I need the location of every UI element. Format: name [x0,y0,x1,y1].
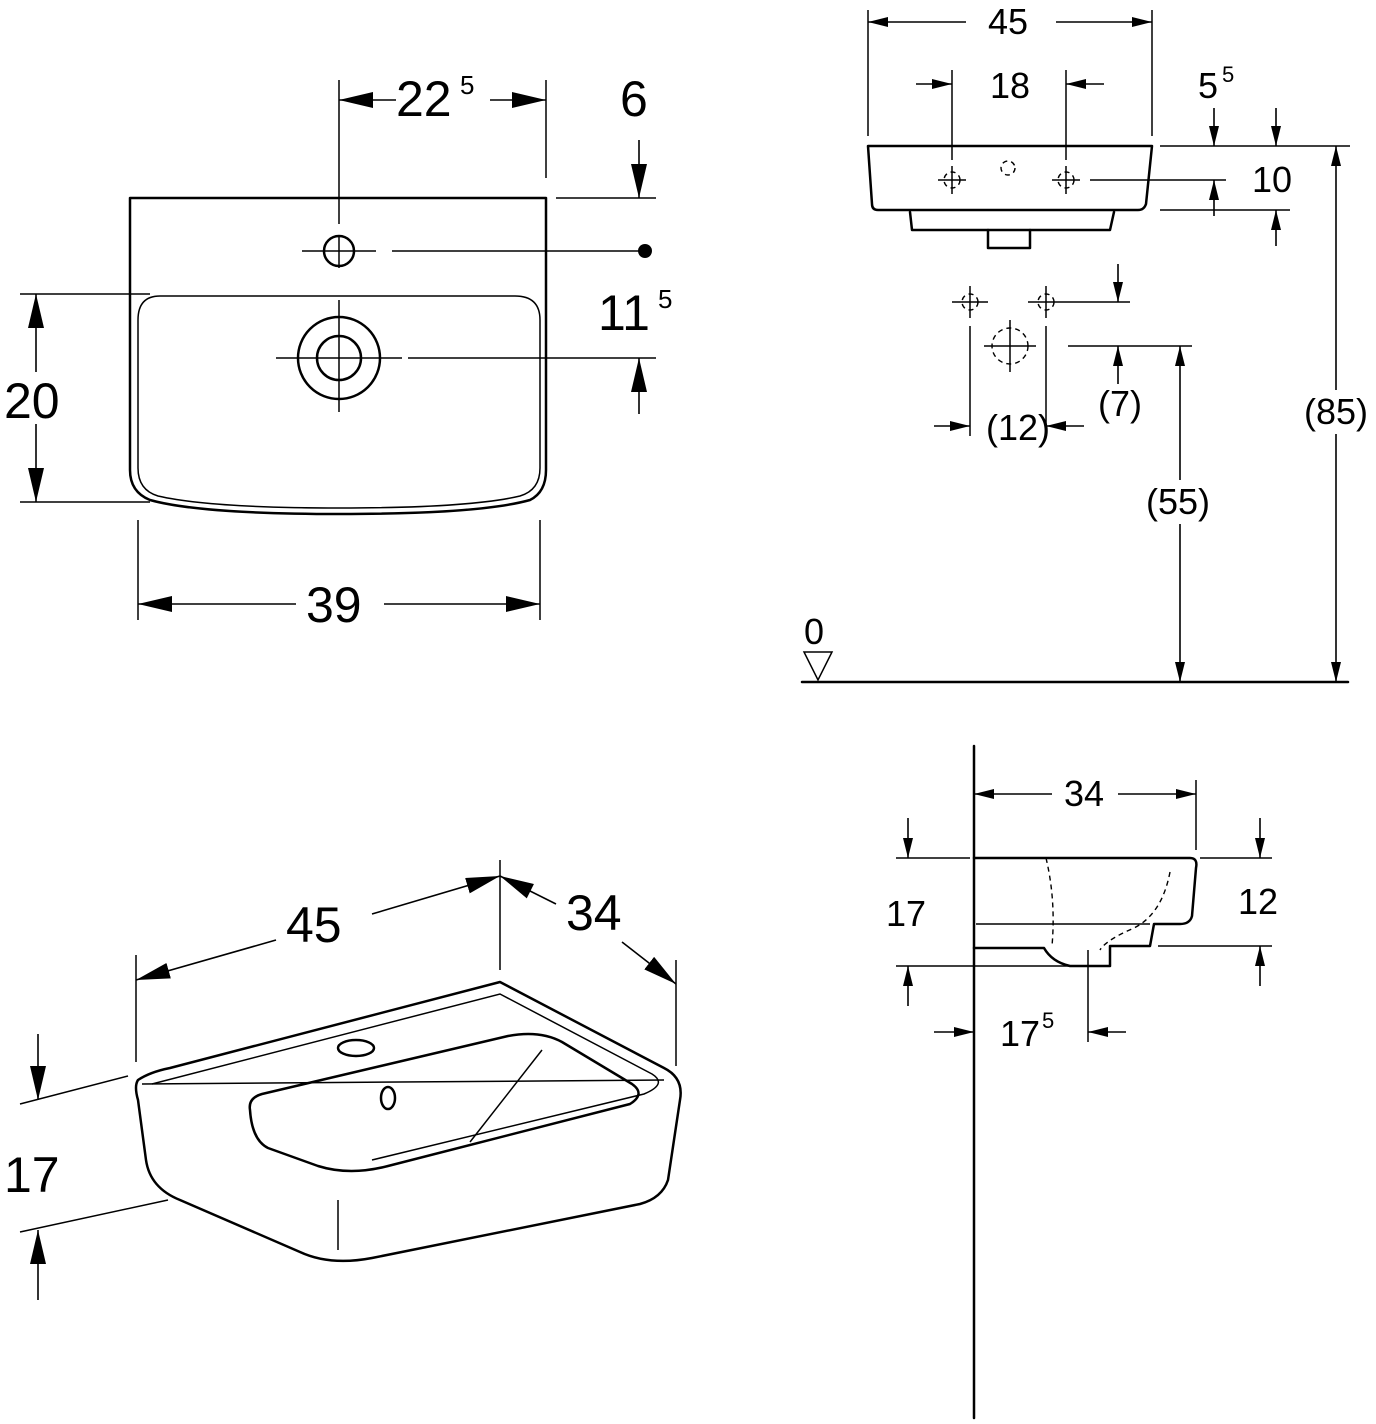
basin-side-profile [972,856,1198,968]
dim-6: 6 [620,71,648,127]
front-view: 45 18 5 5 10 (7) [800,1,1368,684]
floor-zero: 0 [804,611,824,652]
side-view: 34 17 12 17 5 [886,744,1278,1420]
dim-11-5: 11 [598,285,650,341]
dim-7: (7) [1098,383,1142,424]
dim-12-side: 12 [1238,881,1278,922]
dim-17-5-side: 17 [1000,1013,1040,1054]
dim-5-5-sup: 5 [1222,62,1234,87]
basin-outline-top [128,196,548,516]
top-view: 22 5 6 11 5 20 39 [4,70,672,633]
dim-17-side: 17 [886,893,926,934]
dim-20: 20 [4,373,60,429]
overflow-hole [379,1085,397,1111]
dim-55: (55) [1146,481,1210,522]
bowl-outline-perspective [248,1032,640,1173]
basin-outline-perspective [134,980,682,1263]
dim-5-5: 5 [1198,65,1218,106]
dim-10: 10 [1252,159,1292,200]
tap-hole-perspective [336,1038,376,1058]
dim-12-spacing: (12) [986,407,1050,448]
dim-39: 39 [306,577,362,633]
dim-17-5-side-sup: 5 [1042,1008,1054,1033]
perspective-view: 45 34 17 [4,860,682,1300]
bowl-outline-top [137,295,541,509]
dim-85: (85) [1304,391,1368,432]
dim-22-5: 22 [396,71,452,127]
dim-45-perspective: 45 [286,897,342,953]
basin-outline-front [866,144,1154,212]
basin-underside [908,210,1116,232]
dim-22-5-sup: 5 [460,70,474,100]
dim-34-perspective: 34 [566,885,622,941]
floor-level-marker [802,651,834,682]
dim-34-side: 34 [1064,773,1104,814]
dim-18: 18 [990,65,1030,106]
dim-45-front: 45 [988,1,1028,42]
outlet-spigot [986,228,1032,250]
dim-11-5-sup: 5 [658,284,672,314]
dim-17-perspective: 17 [4,1147,60,1203]
